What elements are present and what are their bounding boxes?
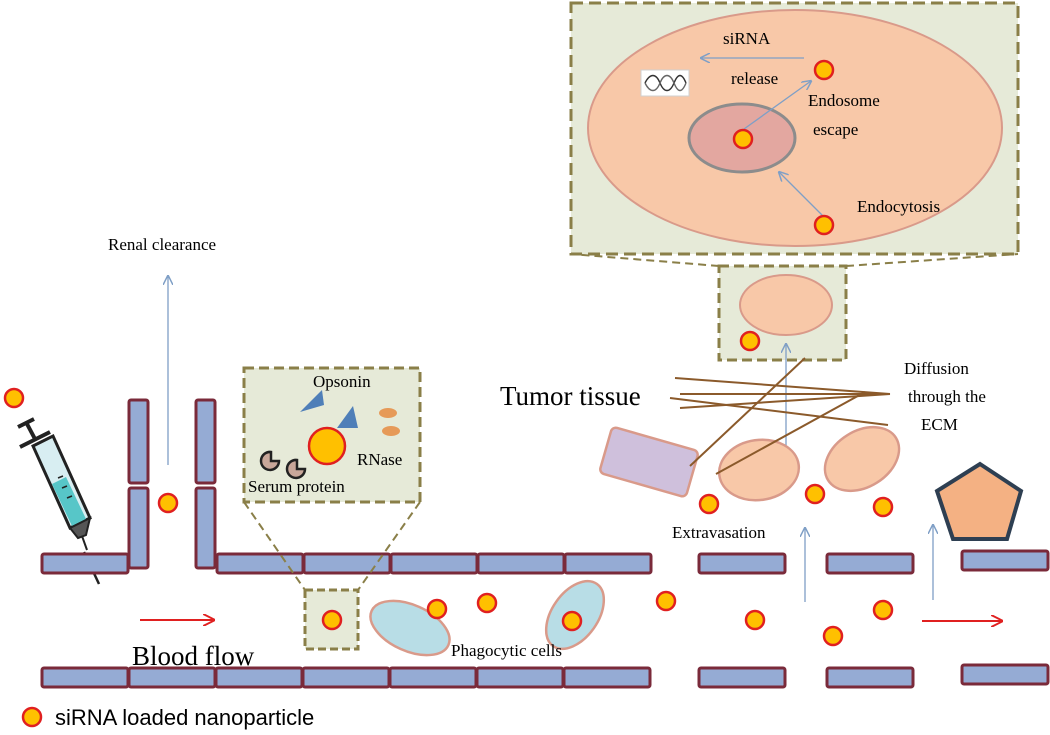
tumor-cell-pentagon — [934, 461, 1024, 541]
endosome-escape-label: Endosome escape — [808, 91, 884, 139]
target-cell — [587, 9, 1003, 247]
diffusion-ecm-label: Diffusion through the ECM — [904, 359, 990, 434]
opsonin-label: Opsonin — [313, 372, 371, 391]
tumor-cell — [717, 438, 801, 502]
tissue-nanoparticles — [698, 483, 894, 518]
opsonin-icon — [300, 390, 324, 412]
nanoparticle — [157, 492, 179, 514]
nanoparticle — [813, 59, 835, 81]
vessel-wall-bottom — [40, 663, 1050, 689]
opsonin-icon — [337, 406, 358, 428]
extravasation-label: Extravasation — [672, 523, 766, 542]
zoom-connector — [570, 253, 1019, 267]
blood-flow-label: Blood flow — [132, 641, 255, 671]
nanoparticle — [739, 330, 761, 352]
vessel-wall-top — [40, 549, 1050, 575]
serum-protein-icon — [259, 450, 281, 472]
rnase-icon — [382, 426, 400, 436]
endosome-escape-arrow — [743, 81, 811, 130]
nanoparticle — [732, 128, 754, 150]
ecm-fibers — [669, 357, 891, 475]
cell-detail-box — [717, 264, 848, 362]
extravasation-arrows — [786, 344, 933, 602]
tumor-cell — [823, 425, 901, 493]
serum-protein-icon — [285, 458, 307, 480]
tumor-tissue-label: Tumor tissue — [500, 381, 641, 411]
nanoparticle — [3, 387, 25, 409]
legend-label: siRNA loaded nanoparticle — [55, 705, 314, 730]
serum-zoom-connector — [243, 501, 421, 591]
sirna-release-label: siRNA release — [723, 29, 778, 88]
nanoparticle — [307, 426, 347, 466]
rnase-label: RNase — [357, 450, 402, 469]
serum-zoom-box: Opsonin RNase Serum protein — [242, 366, 422, 504]
renal-clearance-label: Renal clearance — [108, 235, 216, 254]
endocytosis-label: Endocytosis — [857, 197, 940, 216]
serum-sample-box — [303, 588, 360, 651]
legend: siRNA loaded nanoparticle — [21, 705, 314, 730]
serum-protein-label: Serum protein — [248, 477, 345, 496]
legend-nanoparticle-icon — [21, 706, 43, 728]
blood-nanoparticles — [426, 590, 894, 647]
syringe-icon — [17, 417, 101, 585]
phagocytic-cells-label: Phagocytic cells — [451, 641, 562, 660]
cell-zoom-box: siRNA release Endosome escape Endocytosi… — [569, 1, 1020, 256]
nanoparticle — [813, 214, 835, 236]
kidney-vessel — [127, 398, 217, 570]
fibroblast-cell — [599, 426, 699, 498]
rnase-icon — [379, 408, 397, 418]
nanoparticle — [321, 609, 343, 631]
sirna-helix-icon — [640, 69, 690, 97]
endocytosis-arrow — [779, 172, 824, 217]
